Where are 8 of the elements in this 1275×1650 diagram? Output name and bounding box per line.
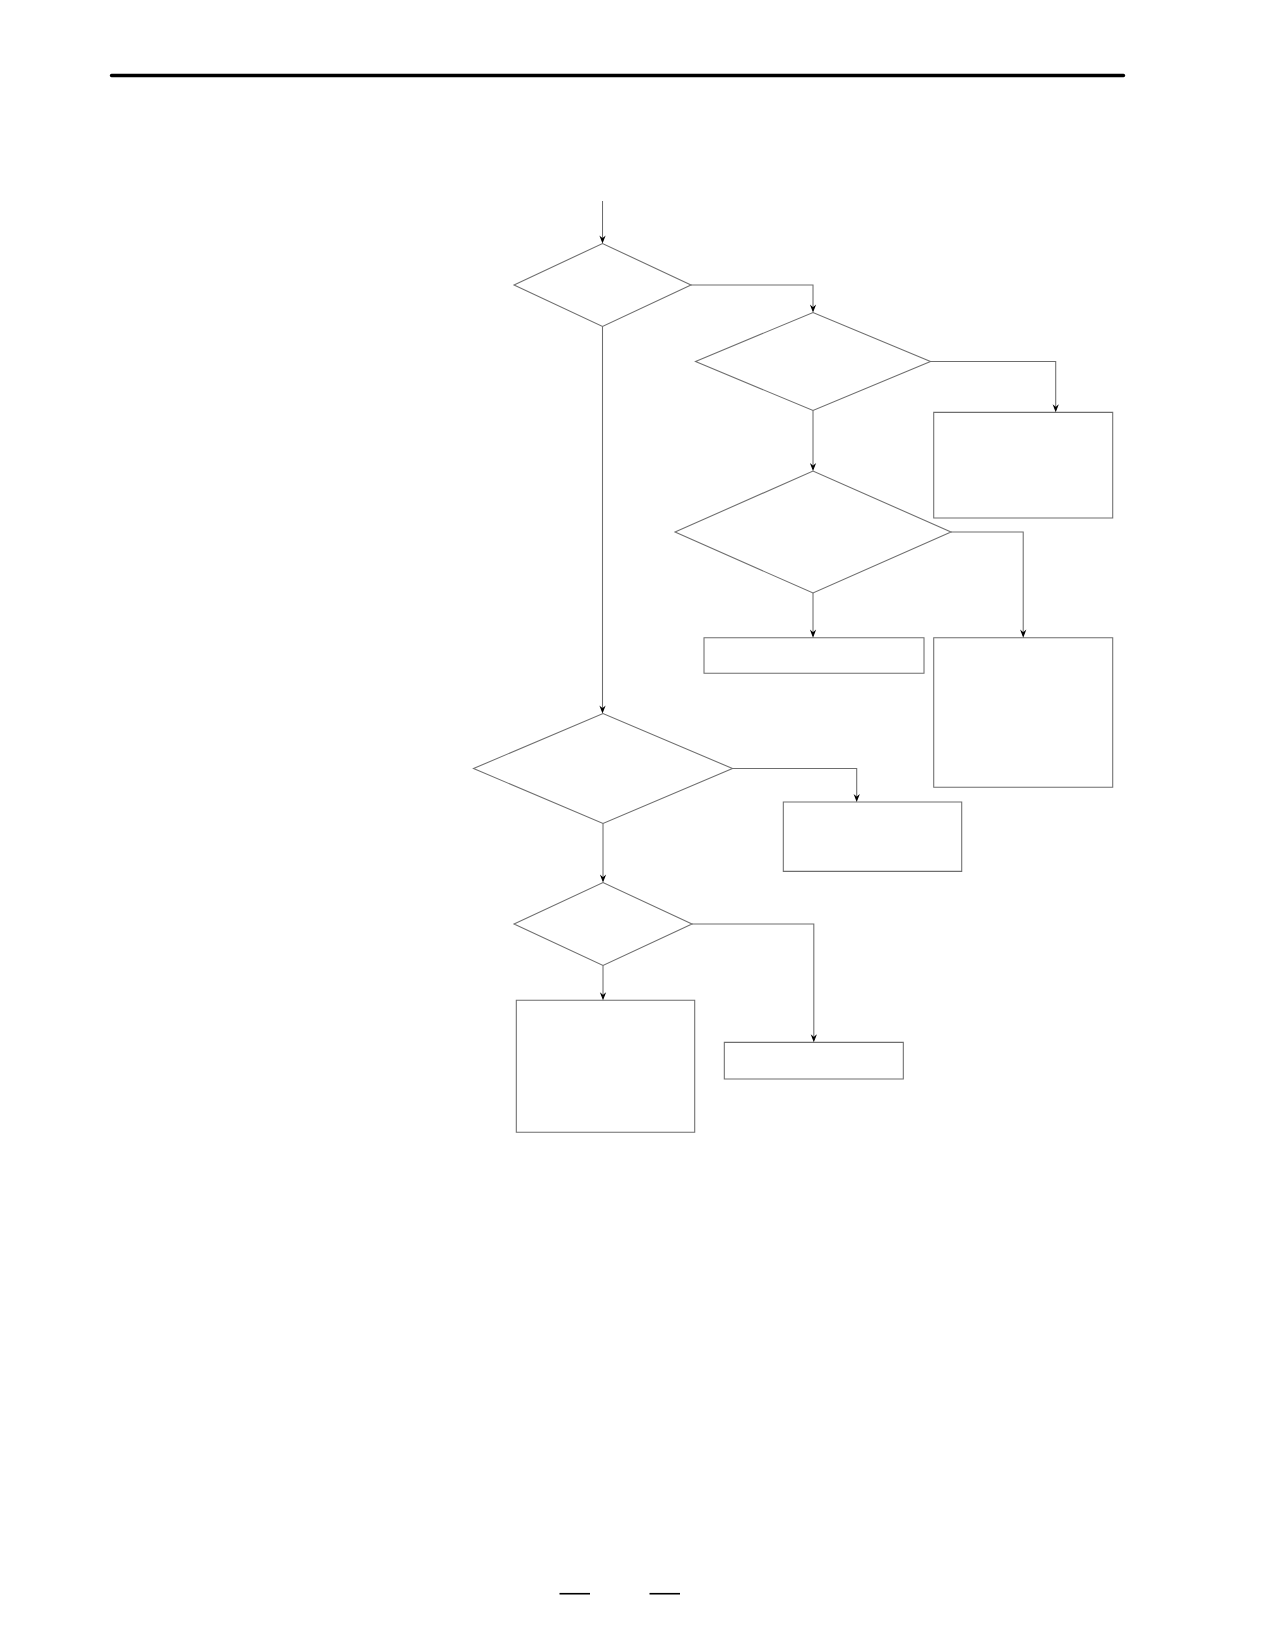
process-box bbox=[933, 637, 1114, 788]
process-box bbox=[723, 1041, 904, 1080]
decision-diamond bbox=[694, 311, 932, 412]
process-box bbox=[703, 637, 925, 674]
process-box bbox=[782, 801, 963, 872]
process-box bbox=[933, 411, 1114, 519]
process-box bbox=[515, 999, 696, 1133]
decision-diamond bbox=[472, 712, 734, 825]
